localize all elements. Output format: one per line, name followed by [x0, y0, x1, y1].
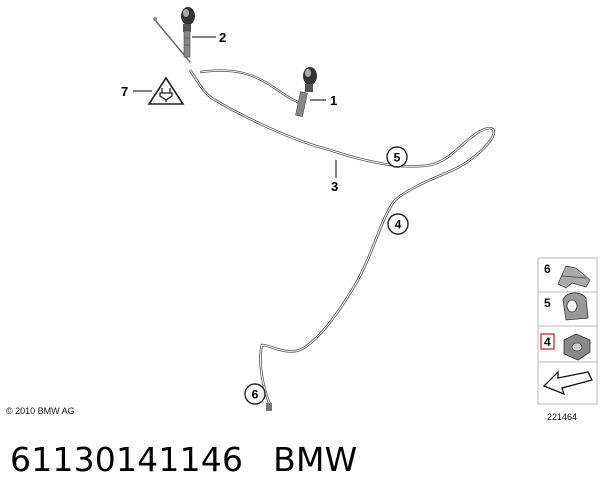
copyright: © 2010 BMW AG — [6, 406, 75, 416]
parts-diagram: 2 1 3 7 5 4 6 6 5 — [121, 7, 598, 411]
svg-text:6: 6 — [544, 262, 551, 276]
brand-name: BMW — [273, 440, 358, 479]
caption: 61130141146 BMW — [10, 440, 358, 479]
arrow-icon — [542, 370, 593, 396]
svg-text:5: 5 — [544, 296, 551, 310]
part-number: 61130141146 — [10, 440, 244, 479]
circled-label-5: 5 — [386, 146, 408, 168]
svg-text:6: 6 — [252, 388, 259, 402]
washer-hose — [188, 69, 496, 406]
clip-icon — [557, 265, 591, 289]
part-label-3: 3 — [331, 179, 338, 194]
electrical-warning-icon — [147, 76, 185, 105]
washer-nozzle-2 — [181, 7, 195, 58]
part-label-7: 7 — [121, 84, 128, 99]
svg-text:4: 4 — [395, 218, 402, 232]
legend-item-5: 5 — [544, 292, 589, 321]
circled-label-6: 6 — [244, 383, 266, 405]
svg-text:5: 5 — [394, 151, 401, 165]
circled-label-4: 4 — [387, 213, 409, 235]
part-label-1: 1 — [330, 93, 337, 108]
svg-text:4: 4 — [544, 335, 551, 349]
legend-item-4: 4 — [540, 333, 591, 361]
grommet-icon — [563, 333, 591, 361]
legend-panel: 6 5 4 — [537, 257, 598, 405]
diagram-number: 221464 — [547, 412, 578, 422]
holder-icon — [562, 292, 589, 321]
washer-nozzle-1 — [295, 67, 317, 117]
legend-item-6: 6 — [544, 262, 591, 289]
part-label-2: 2 — [219, 30, 226, 45]
